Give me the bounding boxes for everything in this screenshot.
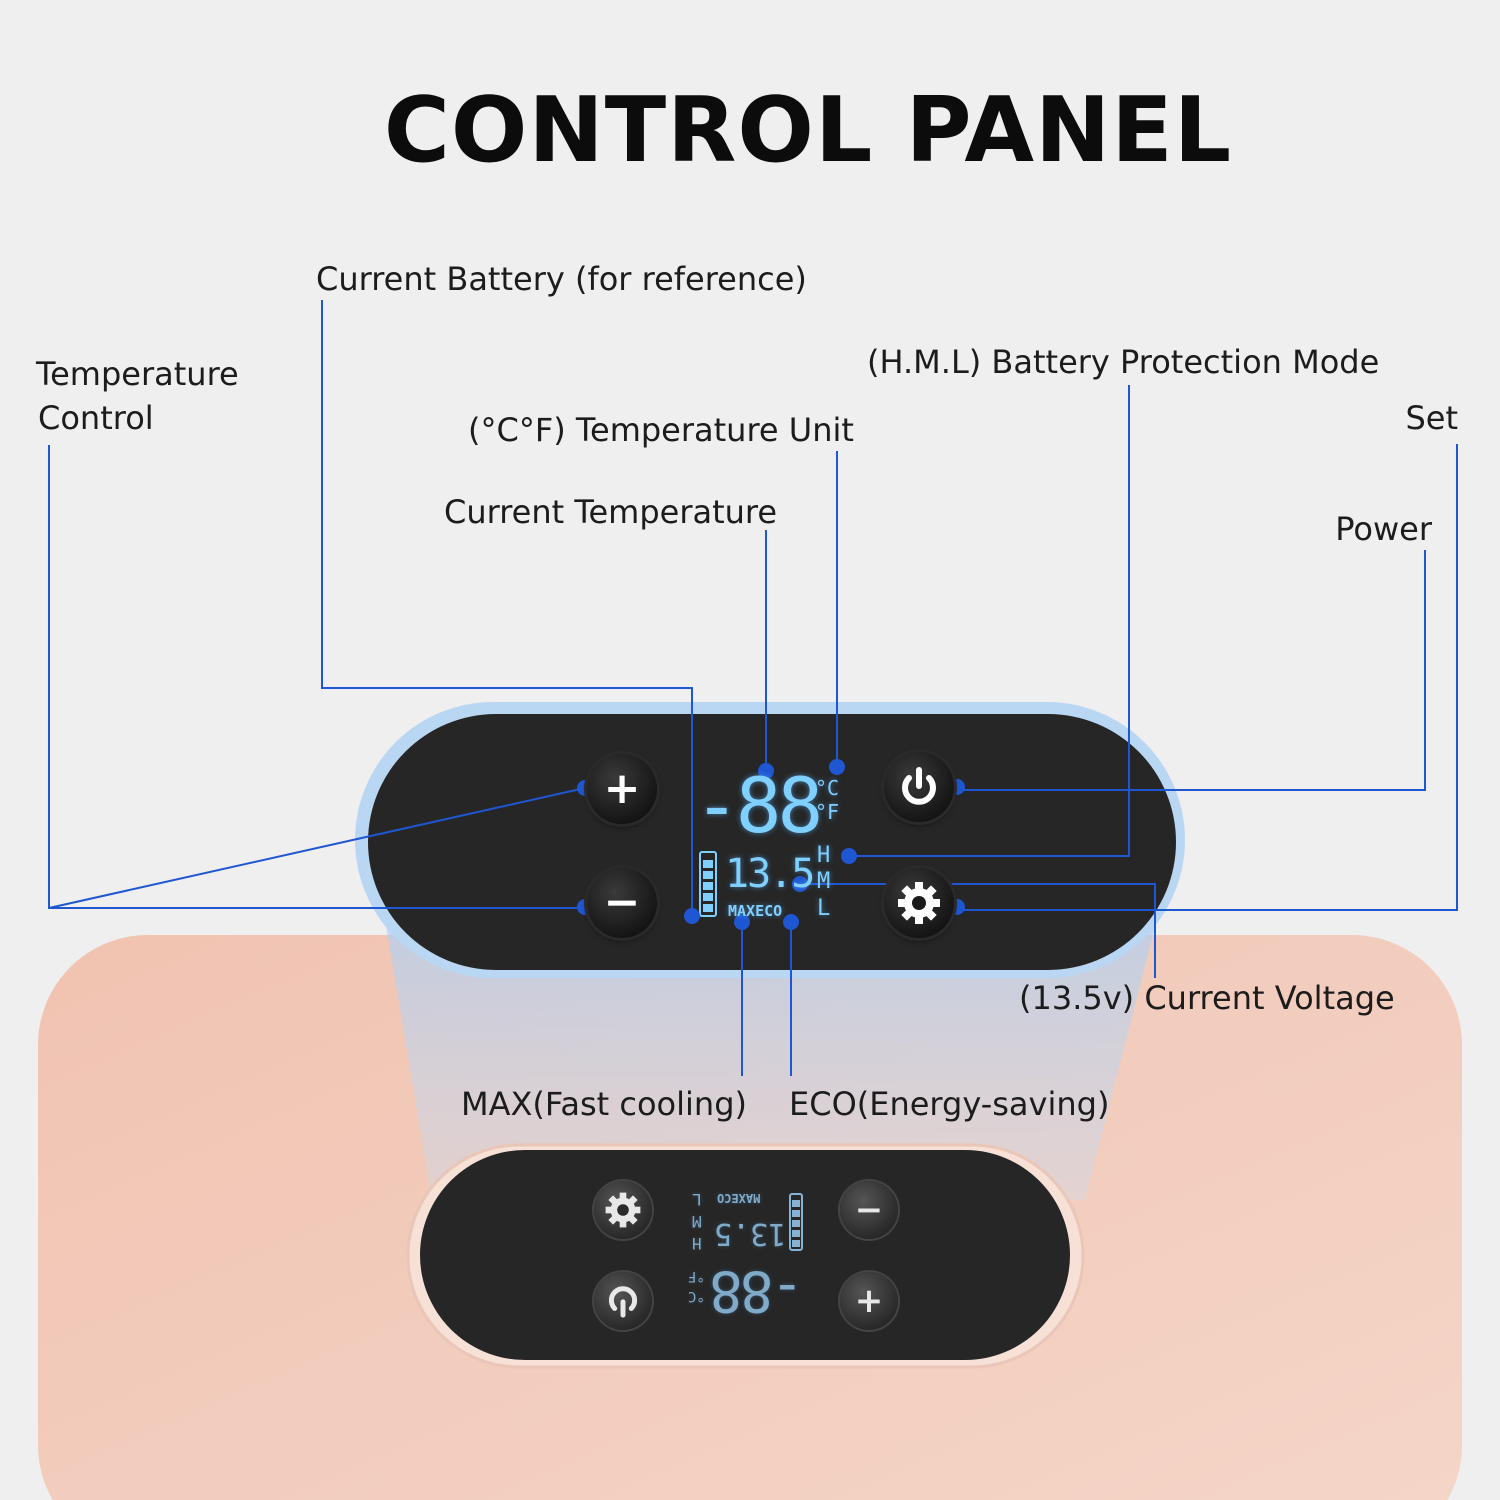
small-power-button[interactable] — [594, 1272, 652, 1330]
label-current-voltage: (13.5v) Current Voltage — [1019, 979, 1395, 1017]
zoom-panel — [368, 714, 1176, 970]
label-set: Set — [1405, 399, 1458, 437]
set-button[interactable] — [884, 868, 954, 938]
small-voltage-display: 13.5 — [714, 1216, 787, 1251]
label-power: Power — [1335, 510, 1432, 548]
label-temperature-control-line2: Control — [38, 399, 154, 437]
small-mode-display: MAXECO — [717, 1191, 761, 1205]
voltage-display: 13.5 — [725, 851, 815, 897]
label-current-battery: Current Battery (for reference) — [316, 260, 807, 298]
power-icon — [902, 767, 936, 805]
small-set-button[interactable] — [594, 1181, 652, 1239]
label-current-temperature: Current Temperature — [444, 493, 778, 531]
small-protection-h: H — [692, 1234, 702, 1253]
gear-icon — [605, 1192, 641, 1228]
label-temperature-control-line1: Temperature — [36, 355, 239, 393]
page-title: CONTROL PANEL — [383, 78, 1233, 183]
plus-button[interactable]: + — [587, 754, 657, 824]
small-temperature-display: -88 — [712, 1258, 805, 1323]
protection-h: H — [817, 843, 831, 868]
battery-bar-icon — [699, 851, 717, 917]
label-hml-mode: (H.M.L) Battery Protection Mode — [867, 343, 1380, 381]
small-protection-m: M — [692, 1212, 702, 1231]
unit-fahrenheit: °F — [815, 800, 840, 824]
small-panel — [420, 1150, 1070, 1360]
label-eco: ECO(Energy-saving) — [789, 1085, 1110, 1123]
mode-display: MAXECO — [728, 902, 783, 920]
power-icon — [608, 1286, 638, 1318]
label-temp-unit: (°C°F) Temperature Unit — [468, 411, 854, 449]
protection-m: M — [817, 869, 831, 894]
temperature-display: -88 — [694, 761, 823, 850]
small-unit-celsius: °C — [688, 1288, 705, 1304]
small-unit-fahrenheit: °F — [688, 1268, 705, 1284]
small-plus-button[interactable]: + — [840, 1272, 898, 1330]
small-protection-l: L — [692, 1190, 702, 1209]
power-button[interactable] — [884, 752, 954, 822]
gear-icon — [898, 882, 940, 924]
callout-lines — [48, 300, 1458, 1076]
label-max: MAX(Fast cooling) — [461, 1085, 747, 1123]
small-battery-bar-icon — [789, 1193, 803, 1251]
minus-button[interactable]: − — [587, 868, 657, 938]
small-minus-button[interactable]: − — [840, 1181, 898, 1239]
unit-celsius: °C — [815, 776, 840, 800]
protection-l: L — [817, 896, 831, 921]
